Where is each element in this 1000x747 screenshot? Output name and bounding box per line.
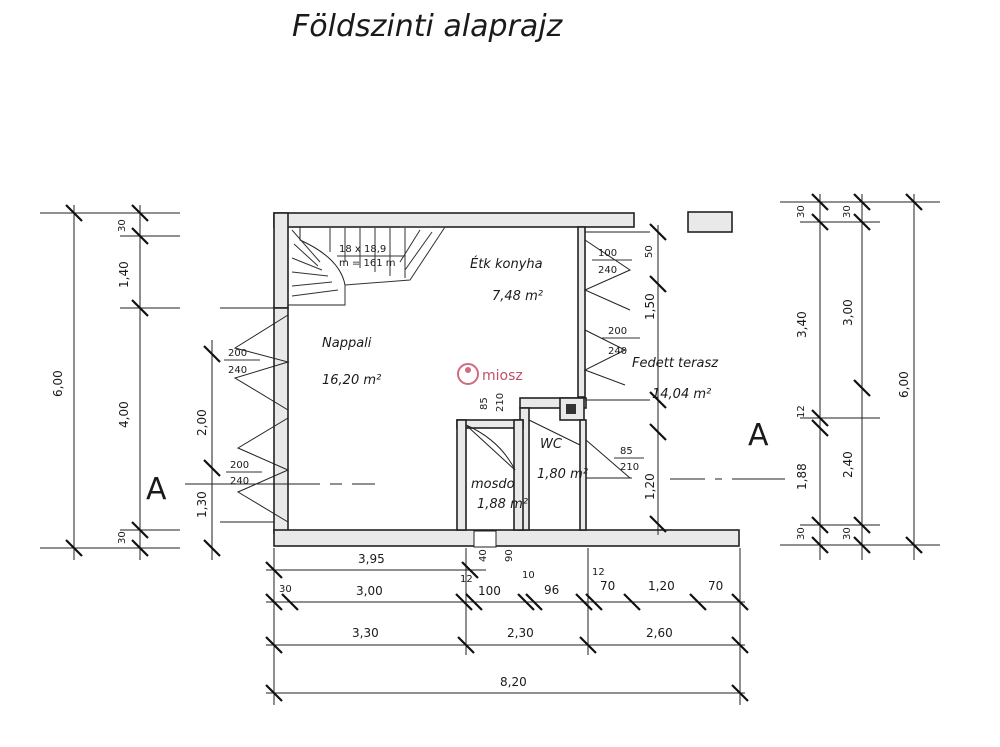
right-window-dim-1: 1,50 [643, 293, 657, 320]
opening-terasz-h: 240 [608, 346, 627, 357]
right-outer-dim-3: 1,88 [795, 463, 809, 490]
right-middle-dim-1: 3,00 [841, 299, 855, 326]
opening-terasz-w: 200 [608, 326, 627, 337]
right-dimensions: 30 3,40 12 1,88 30 30 3,00 2,40 30 50 1,… [643, 193, 940, 560]
left-inner-dim-0: 2,00 [195, 409, 209, 436]
right-outer-dim-2: 12 [796, 405, 807, 418]
opening-konyha-w: 100 [598, 248, 617, 259]
left-total-dim: 6,00 [51, 370, 65, 397]
room-mosdo-area: 1,88 m² [477, 497, 528, 512]
left-dim-3: 30 [117, 531, 128, 544]
plan-title: Földszinti alaprajz [292, 9, 564, 44]
opening-nappali-top-h: 240 [228, 365, 247, 376]
bottom-row1-0: 30 [279, 584, 292, 595]
bottom-dimensions: 3,95 40 90 30 3,00 12 100 10 96 12 70 1,… [265, 548, 749, 705]
bottom-total: 8,20 [500, 675, 527, 689]
right-middle-dim-3: 30 [842, 527, 853, 540]
opening-nappali-top-w: 200 [228, 348, 247, 359]
right-outer-dim-0: 30 [796, 205, 807, 218]
bottom-row1-5: 96 [544, 583, 559, 597]
opening-konyha-h: 240 [598, 265, 617, 276]
opening-wc-door-h: 210 [620, 462, 639, 473]
room-labels: Nappali 16,20 m² Étk konyha 7,48 m² Fede… [322, 256, 719, 512]
section-line: A A [146, 418, 785, 507]
bottom-row2-0: 3,30 [352, 626, 379, 640]
bottom-row1-1: 3,00 [356, 584, 383, 598]
bottom-row1-4: 10 [522, 570, 535, 581]
room-mosdo-name: mosdo [471, 477, 515, 492]
opening-nappali-bottom-h: 240 [230, 476, 249, 487]
right-windows [583, 231, 650, 479]
staircase: 18 x 18,9 m = 161 m [287, 226, 446, 306]
right-outer-dim-1: 3,40 [795, 311, 809, 338]
section-label-right: A [748, 418, 769, 453]
opening-mosdo-door-w: 85 [479, 397, 490, 410]
stair-spec-line1: 18 x 18,9 [339, 244, 386, 255]
room-konyha-name: Étk konyha [470, 256, 543, 272]
bottom-row1-7: 70 [600, 579, 615, 593]
room-wc-name: WC [540, 437, 563, 452]
opening-labels: 200 240 200 240 100 240 200 240 85 210 8… [224, 248, 644, 487]
right-total-dim: 6,00 [897, 371, 911, 398]
watermark: miosz [457, 363, 523, 385]
room-terasz-name: Fedett terasz [632, 356, 719, 371]
left-dim-2: 4,00 [117, 401, 131, 428]
room-nappali-area: 16,20 m² [322, 373, 381, 388]
right-window-dim-2: 1,20 [643, 473, 657, 500]
room-nappali-name: Nappali [322, 336, 372, 351]
bottom-row2-2: 2,60 [646, 626, 673, 640]
right-middle-dim-0: 30 [842, 205, 853, 218]
right-window-dim-0: 50 [644, 245, 655, 258]
bottom-row1-8: 1,20 [648, 579, 675, 593]
left-dimensions: 6,00 30 1,40 4,00 30 2,00 1,30 [40, 204, 221, 560]
bottom-row1-3: 100 [478, 584, 501, 598]
stair-spec-line2: m = 161 m [339, 258, 395, 269]
interior-doors [465, 404, 581, 471]
section-label-left: A [146, 472, 167, 507]
opening-wc-door-w: 85 [620, 446, 633, 457]
opening-mosdo-door-h: 210 [495, 393, 506, 412]
left-inner-dim-1: 1,30 [195, 491, 209, 518]
bottom-row1-2: 12 [460, 574, 473, 585]
bottom-small-1: 90 [504, 549, 515, 562]
building-walls [273, 211, 740, 548]
bottom-row1-6: 12 [592, 567, 605, 578]
left-dim-0: 30 [117, 219, 128, 232]
left-dim-1: 1,40 [117, 261, 131, 288]
bottom-small-0: 40 [478, 549, 489, 562]
bottom-overall-left: 3,95 [358, 552, 385, 566]
left-windows [220, 307, 290, 523]
right-middle-dim-2: 2,40 [841, 451, 855, 478]
room-konyha-area: 7,48 m² [492, 289, 543, 304]
room-wc-area: 1,80 m² [537, 467, 588, 482]
watermark-text: miosz [482, 368, 523, 384]
bottom-row2-1: 2,30 [507, 626, 534, 640]
right-outer-dim-4: 30 [796, 527, 807, 540]
opening-nappali-bottom-w: 200 [230, 460, 249, 471]
bottom-row1-9: 70 [708, 579, 723, 593]
room-terasz-area: 14,04 m² [652, 387, 711, 402]
